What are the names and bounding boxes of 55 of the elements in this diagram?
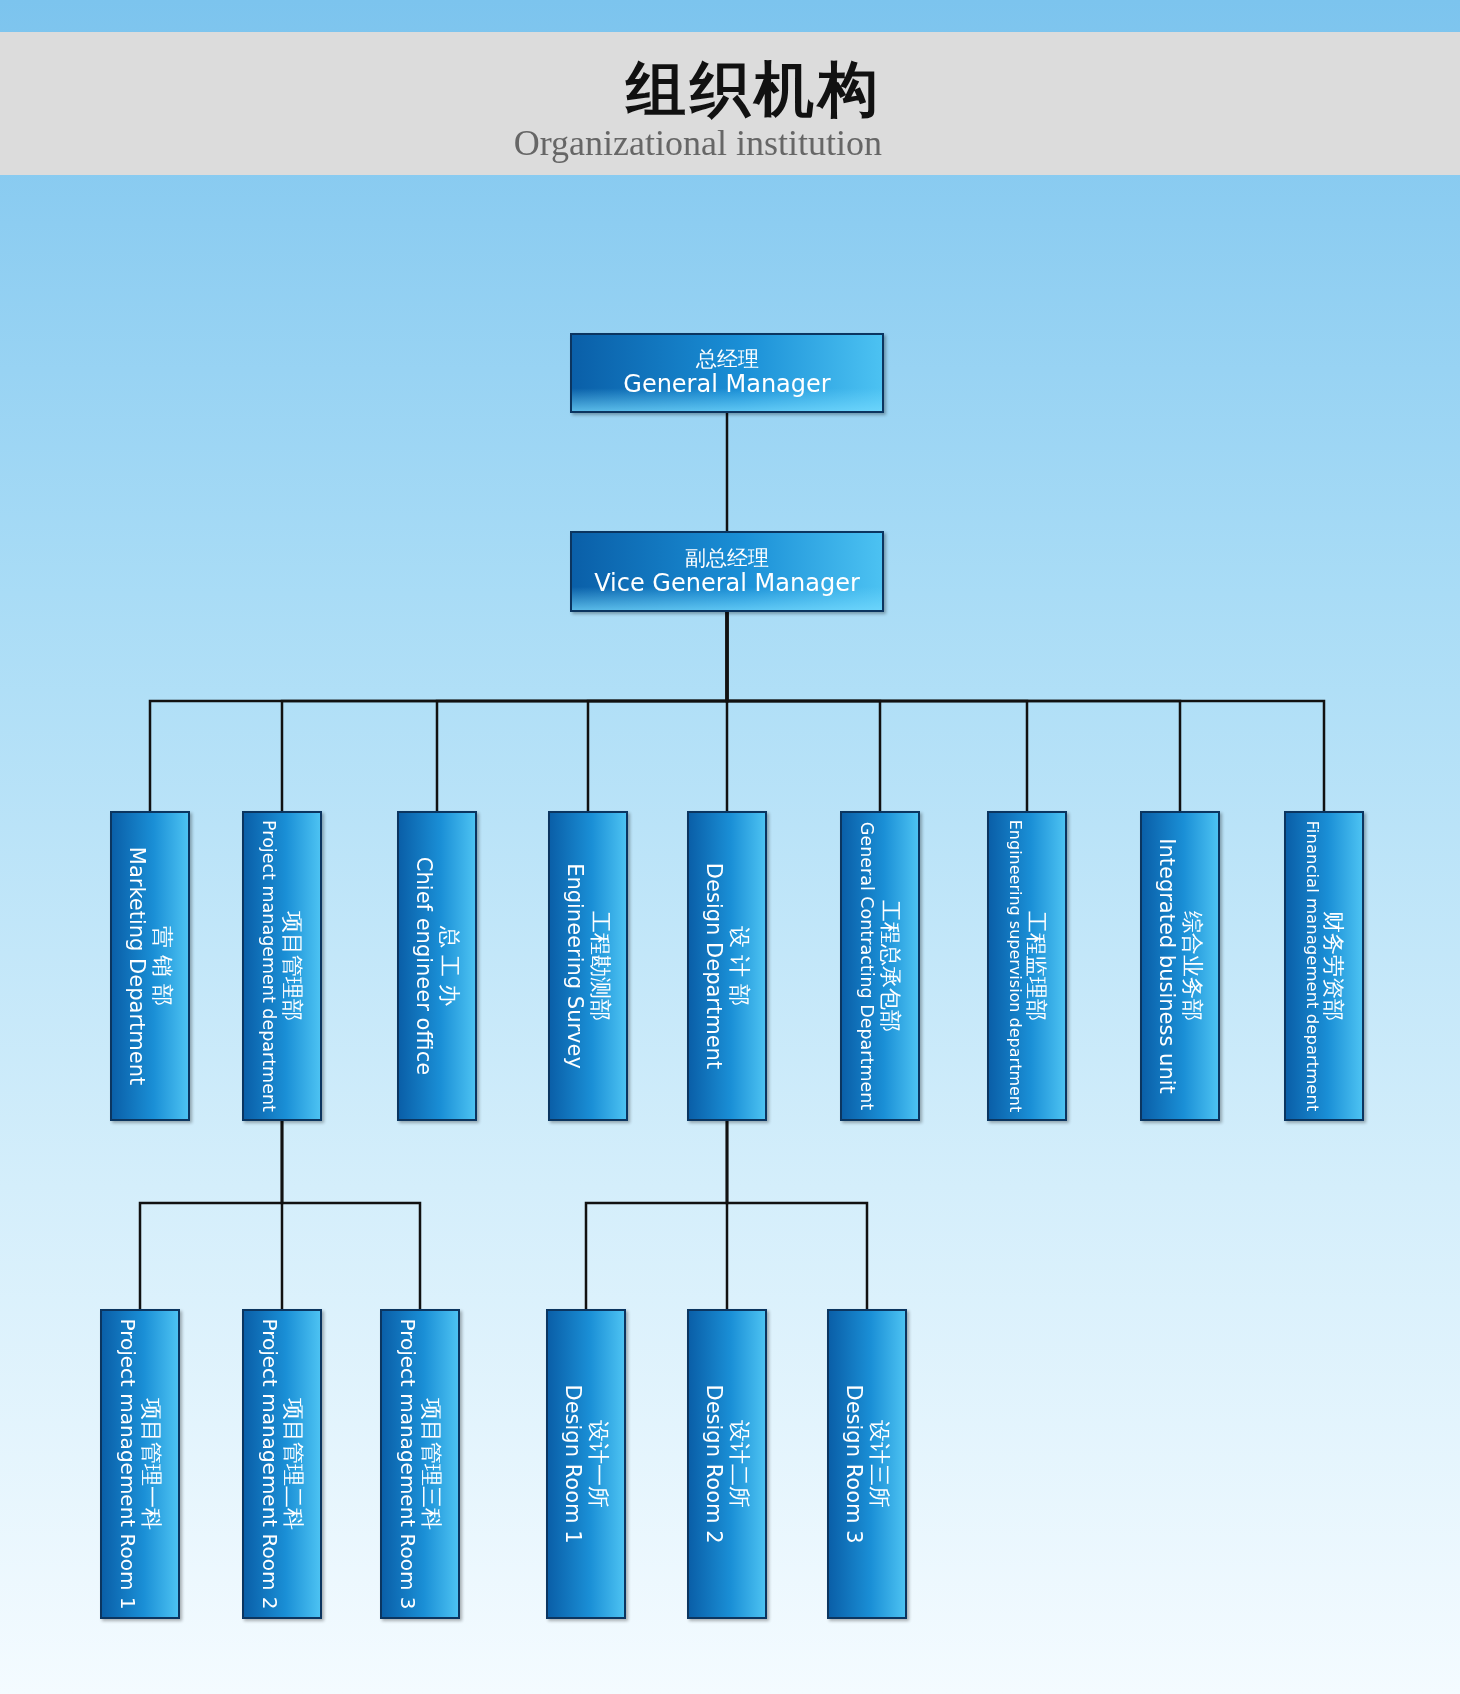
org-box <box>827 1309 907 1619</box>
chinese-name: 财务劳资部 <box>1320 911 1347 1021</box>
english-name: Financial management department <box>1301 820 1321 1112</box>
org-box <box>687 1309 767 1619</box>
org-box <box>548 811 628 1121</box>
org-box <box>110 811 190 1121</box>
english-name: Design Room 3 <box>842 1384 867 1544</box>
chinese-name: 项目管理三科 <box>418 1398 445 1530</box>
english-name: Engineering Survey <box>563 863 588 1069</box>
connector-line <box>280 1121 422 1309</box>
english-name: Project management department <box>259 820 280 1112</box>
org-box <box>1140 811 1220 1121</box>
chinese-name: 设计二所 <box>726 1420 752 1508</box>
chinese-name: 综合业务部 <box>1179 911 1205 1021</box>
connector-line <box>725 413 729 531</box>
english-name: Project management Room 2 <box>257 1318 281 1610</box>
english-name: Integrated business unit <box>1155 838 1180 1094</box>
english-name: Project management Room 3 <box>395 1318 419 1610</box>
org-box <box>100 1309 180 1619</box>
english-name: Design Room 2 <box>702 1384 727 1544</box>
org-box <box>242 1309 322 1619</box>
chinese-name: 总 工 办 <box>436 926 462 1006</box>
chinese-name: 设计一所 <box>585 1420 611 1508</box>
chinese-name: 工程监理部 <box>1023 911 1049 1021</box>
english-name: Engineering supervision department <box>1005 819 1024 1113</box>
english-name: General Manager <box>623 371 831 399</box>
org-box <box>397 811 477 1121</box>
chinese-name: 总经理 <box>695 347 759 372</box>
org-box <box>546 1309 626 1619</box>
org-box <box>687 811 767 1121</box>
org-box <box>570 333 884 413</box>
connector-line <box>725 612 1326 811</box>
org-box <box>570 531 884 612</box>
chinese-name: 工程勘测部 <box>587 911 613 1021</box>
chinese-name: 营 销 部 <box>149 926 175 1006</box>
english-name: Marketing Department <box>125 846 150 1086</box>
chinese-name: 项目管理一科 <box>138 1398 165 1530</box>
connector-line <box>725 1121 869 1309</box>
chinese-name: 项目管理部 <box>279 911 305 1021</box>
english-name: Chief engineer office <box>412 856 437 1076</box>
english-name: Vice General Manager <box>594 569 860 598</box>
english-name: General Contracting Department <box>857 821 878 1111</box>
chinese-name: 设 计 部 <box>726 926 752 1006</box>
chinese-name: 工程总承包部 <box>877 900 903 1032</box>
org-box <box>242 811 322 1121</box>
english-name: Project management Room 1 <box>115 1318 139 1610</box>
org-box <box>840 811 920 1121</box>
org-box <box>987 811 1067 1121</box>
chinese-name: 副总经理 <box>685 545 769 570</box>
chinese-name: 设计三所 <box>866 1420 892 1508</box>
chinese-name: 项目管理二科 <box>280 1398 307 1530</box>
english-name: Design Department <box>702 862 727 1070</box>
org-box <box>380 1309 460 1619</box>
english-name: Design Room 1 <box>561 1384 586 1544</box>
org-box <box>1284 811 1364 1121</box>
